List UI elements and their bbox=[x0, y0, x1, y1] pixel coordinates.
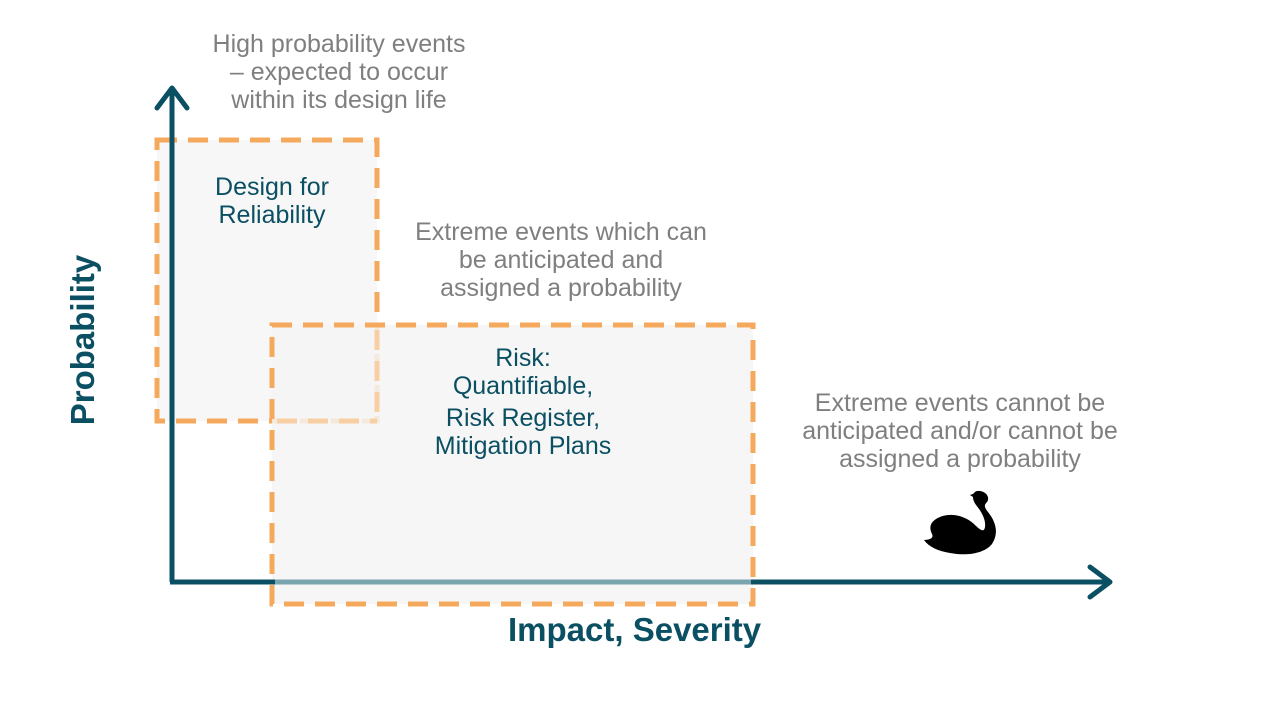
unanticipated-line-2: anticipated and/or cannot be bbox=[802, 417, 1118, 445]
y-axis-title: Probability bbox=[64, 254, 101, 426]
reliability-line-2: Reliability bbox=[218, 201, 326, 229]
black-swan-icon bbox=[924, 490, 996, 555]
high-probability-line-2: – expected to occur bbox=[229, 58, 449, 86]
unanticipated-events-label: Extreme events cannot be anticipated and… bbox=[770, 389, 1150, 473]
anticipated-events-label: Extreme events which can be anticipated … bbox=[392, 218, 730, 302]
reliability-zone-box bbox=[154, 137, 380, 424]
unanticipated-line-3: assigned a probability bbox=[839, 445, 1081, 473]
high-probability-line-3: within its design life bbox=[231, 86, 447, 114]
reliability-box-label: Design for Reliability bbox=[186, 173, 358, 229]
y-axis-arrowhead bbox=[154, 85, 190, 111]
anticipated-line-1: Extreme events which can bbox=[415, 218, 707, 246]
risk-line-2: Quantifiable, bbox=[452, 372, 594, 400]
risk-line-3: Risk Register, bbox=[445, 404, 601, 432]
anticipated-line-3: assigned a probability bbox=[440, 274, 682, 302]
unanticipated-line-1: Extreme events cannot be bbox=[814, 389, 1106, 417]
high-probability-label: High probability events – expected to oc… bbox=[180, 30, 498, 114]
risk-line-4: Mitigation Plans bbox=[434, 432, 612, 460]
risk-box-label: Risk: Quantifiable, Risk Register, Mitig… bbox=[404, 344, 642, 460]
x-axis-title: Impact, Severity bbox=[508, 611, 762, 648]
reliability-line-1: Design for bbox=[215, 173, 329, 201]
x-axis-arrowhead bbox=[1087, 564, 1113, 600]
high-probability-line-1: High probability events bbox=[212, 30, 466, 58]
anticipated-line-2: be anticipated and bbox=[458, 246, 664, 274]
risk-line-1: Risk: bbox=[495, 344, 551, 372]
risk-zone-box bbox=[269, 322, 756, 607]
